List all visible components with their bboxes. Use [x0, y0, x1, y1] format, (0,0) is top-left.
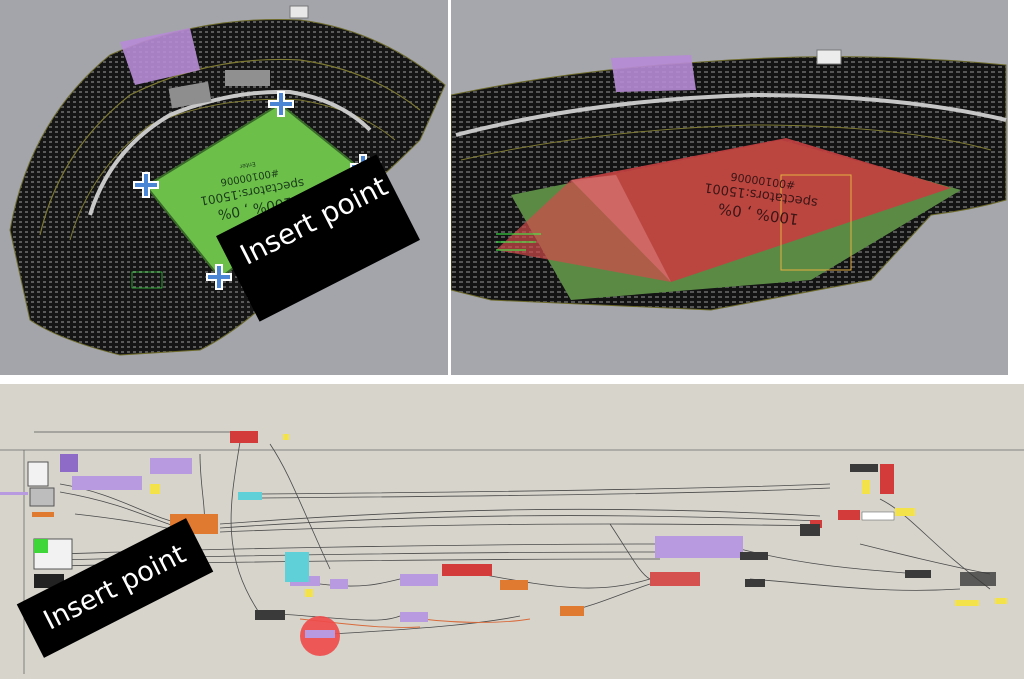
component-group-yellow[interactable] — [283, 434, 1007, 606]
purple-seat-block — [120, 28, 200, 85]
sightline-cone — [496, 180, 671, 282]
input-params[interactable] — [0, 461, 73, 588]
component-group-orange[interactable] — [170, 514, 584, 616]
component-group-red[interactable] — [230, 431, 894, 586]
grasshopper-canvas[interactable] — [0, 384, 1024, 679]
plus-cross-icon[interactable] — [268, 91, 294, 117]
rhino-viewport-perspective-side[interactable]: 100% , 0% spectators:15001 #00100006 — [451, 0, 1008, 375]
stadium-render-top: 100% , 0% spectators:15001 #00100006 Ent… — [9, 5, 446, 356]
component-group-cyan[interactable] — [238, 492, 309, 582]
purple-seat-block — [611, 55, 696, 92]
component-group-dark[interactable] — [255, 464, 996, 620]
field-note-text: Enter — [239, 160, 257, 170]
stadium-render-side: 100% , 0% spectators:15001 #00100006 — [451, 49, 1007, 311]
field-red-highlight — [571, 138, 951, 282]
component-group-purple[interactable] — [60, 454, 743, 622]
plus-cross-icon[interactable] — [133, 172, 159, 198]
plus-cross-icon[interactable] — [206, 264, 232, 290]
rhino-viewport-perspective-top[interactable]: 100% , 0% spectators:15001 #00100006 Ent… — [0, 0, 448, 375]
node-graph — [0, 431, 1024, 674]
